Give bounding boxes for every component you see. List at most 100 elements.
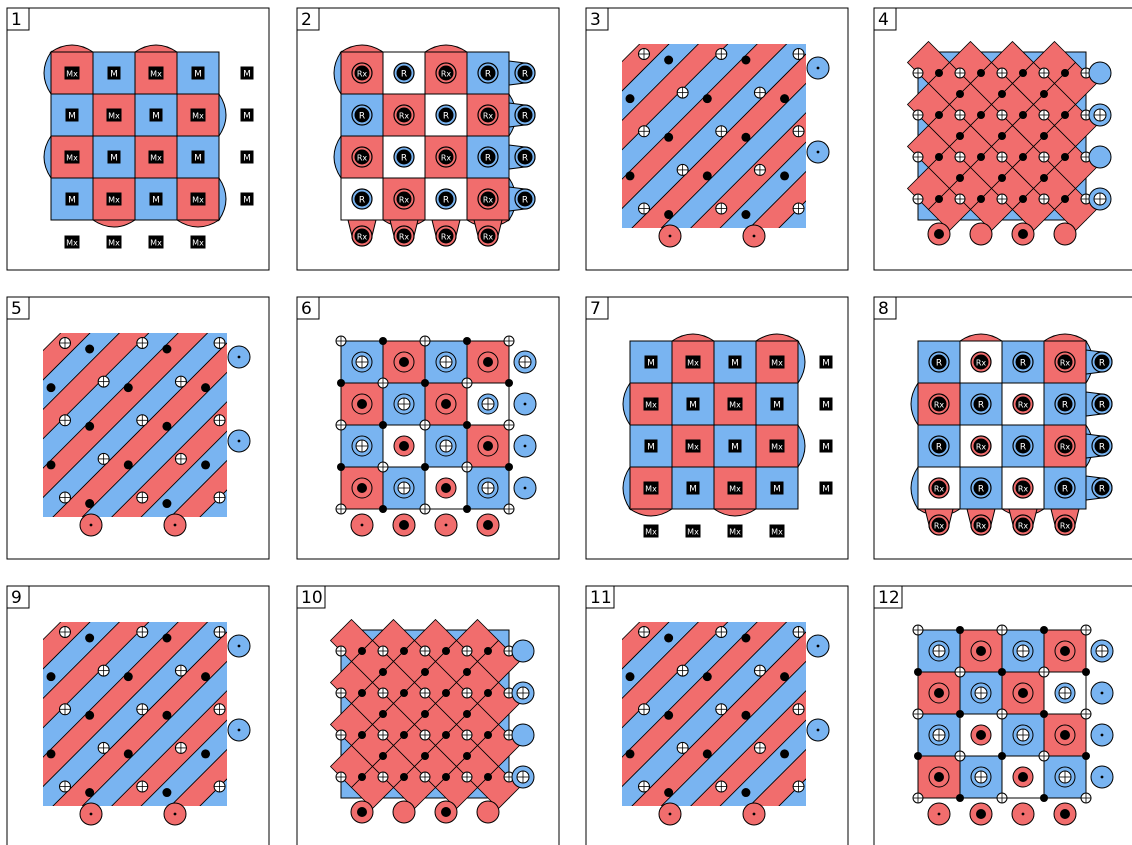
measure-label-right: M — [243, 70, 251, 80]
control-node — [201, 672, 210, 681]
control-node — [935, 111, 943, 119]
control-node — [741, 634, 750, 643]
measure-label: Mx — [687, 443, 699, 452]
reset-label: Rx — [441, 154, 452, 163]
control-node — [421, 752, 429, 760]
measure-label: M — [647, 359, 655, 369]
control-node — [664, 634, 673, 643]
measure-label: M — [152, 112, 160, 122]
measure-label-right: M — [822, 443, 830, 453]
control-node — [358, 731, 366, 739]
control-node — [379, 710, 387, 718]
ancilla-control — [357, 807, 367, 817]
ancilla-right — [1089, 146, 1111, 168]
ancilla-dot — [238, 729, 241, 732]
reset-label: Rx — [1018, 485, 1029, 494]
control-node — [201, 749, 210, 758]
data-control — [956, 794, 964, 802]
control-node — [201, 460, 210, 469]
measure-label: Mx — [771, 359, 783, 368]
reset-label-right: R — [1099, 485, 1105, 495]
reset-label-right: R — [522, 112, 528, 122]
reset-label: Rx — [357, 154, 368, 163]
data-control — [914, 752, 922, 760]
measure-label: Mx — [108, 112, 120, 121]
control-node — [1061, 111, 1069, 119]
reset-label-bottom: Rx — [976, 522, 987, 531]
control-node — [977, 69, 985, 77]
measure-label: Mx — [729, 485, 741, 494]
ancilla-control — [934, 688, 944, 698]
reset-label: R — [936, 443, 942, 453]
control-node — [47, 383, 56, 392]
reset-label-right: R — [522, 70, 528, 80]
ancilla-bottom — [393, 801, 415, 823]
panel-8: RRxRRxRxRRxRRRxRRxRxRRxRRRRRRxRxRxRx8 — [874, 297, 1132, 559]
control-node — [741, 56, 750, 65]
control-node — [85, 499, 94, 508]
ancilla-control — [357, 483, 367, 493]
control-node — [1040, 132, 1048, 140]
control-node — [998, 90, 1006, 98]
reset-label: Rx — [399, 196, 410, 205]
control-node — [162, 422, 171, 431]
panel-number: 6 — [301, 299, 312, 319]
measure-label: Mx — [150, 154, 162, 163]
ancilla-dot — [817, 645, 820, 648]
measure-label: M — [152, 196, 160, 206]
control-node — [1019, 111, 1027, 119]
ancilla-control — [441, 483, 451, 493]
data-control — [463, 421, 471, 429]
control-node — [977, 153, 985, 161]
panel-12: 12 — [874, 586, 1132, 845]
reset-label: Rx — [483, 196, 494, 205]
panel-number: 10 — [301, 588, 323, 608]
ancilla-dot — [1022, 813, 1025, 816]
measure-label: M — [110, 154, 118, 164]
ancilla-control — [976, 646, 986, 656]
measure-label-bottom: Mx — [771, 528, 783, 537]
control-node — [1061, 195, 1069, 203]
data-control — [421, 379, 429, 387]
data-control — [337, 463, 345, 471]
reset-label: R — [359, 196, 365, 206]
control-node — [484, 689, 492, 697]
reset-label: Rx — [483, 112, 494, 121]
control-node — [484, 731, 492, 739]
data-control — [956, 626, 964, 634]
measure-label: M — [689, 401, 697, 411]
ancilla-dot — [361, 524, 364, 527]
control-node — [85, 634, 94, 643]
reset-label-bottom: Rx — [934, 522, 945, 531]
reset-label-right: R — [522, 154, 528, 164]
control-node — [400, 689, 408, 697]
ancilla-control — [934, 772, 944, 782]
ancilla-dot — [445, 524, 448, 527]
measure-label-right: M — [243, 154, 251, 164]
measure-label-bottom: Mx — [108, 239, 120, 248]
ancilla-dot — [669, 235, 672, 238]
control-node — [162, 788, 171, 797]
control-node — [484, 647, 492, 655]
control-node — [956, 174, 964, 182]
reset-label: Rx — [1060, 359, 1071, 368]
data-control — [1082, 752, 1090, 760]
data-control — [379, 421, 387, 429]
control-node — [85, 422, 94, 431]
measure-label: Mx — [192, 196, 204, 205]
panel-number: 7 — [590, 299, 601, 319]
control-node — [935, 153, 943, 161]
ancilla-control — [483, 441, 493, 451]
control-node — [956, 132, 964, 140]
control-node — [421, 710, 429, 718]
control-node — [703, 171, 712, 180]
control-node — [379, 752, 387, 760]
data-control — [463, 505, 471, 513]
ancilla-control — [399, 520, 409, 530]
measure-label: M — [773, 401, 781, 411]
reset-label: R — [485, 70, 491, 80]
ancilla-control — [1018, 229, 1028, 239]
control-node — [741, 788, 750, 797]
control-node — [664, 210, 673, 219]
